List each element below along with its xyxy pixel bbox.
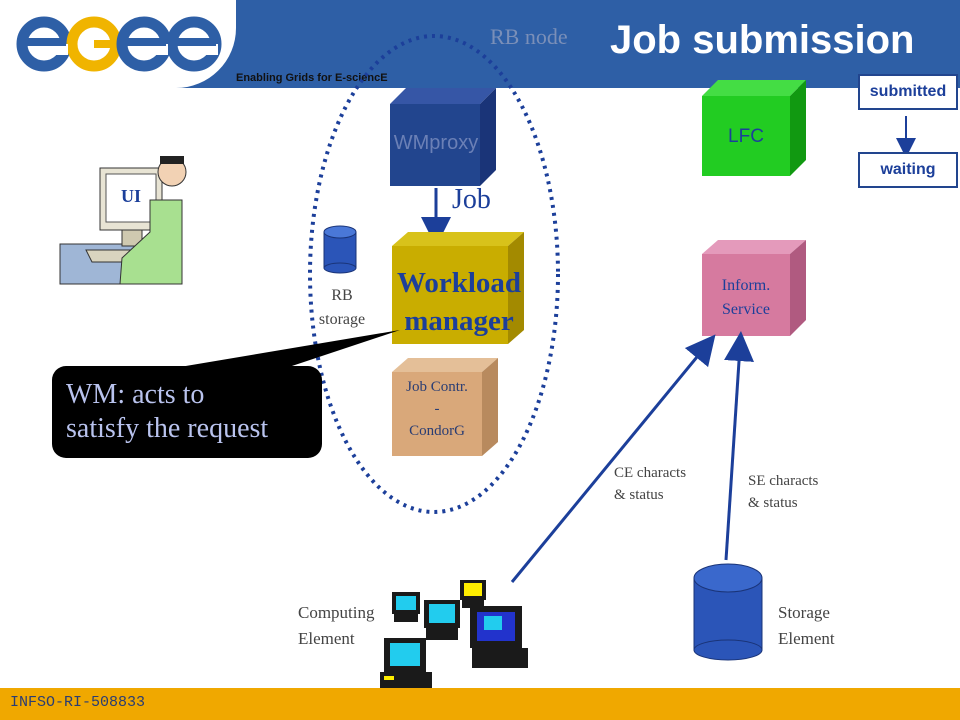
ce-characts-label-line2: & status	[614, 487, 664, 503]
wm-callout: WM: acts to satisfy the request	[52, 366, 322, 458]
rb-storage-cylinder[interactable]	[323, 225, 357, 274]
tagline: Enabling Grids for E-sciencE	[236, 72, 388, 84]
rb-node-label: RB node	[490, 24, 568, 49]
state-submitted: submitted	[858, 74, 958, 110]
workload-manager-label: Workload manager	[388, 264, 530, 340]
egee-logo	[16, 16, 222, 72]
job-label: Job	[452, 184, 491, 215]
ce-status-arrow	[510, 334, 716, 583]
information-service-label: Inform. Service	[700, 274, 792, 322]
rb-storage-label-line2: storage	[318, 311, 366, 328]
information-service-label-line2: Service	[722, 301, 770, 318]
wmproxy-box[interactable]	[390, 88, 496, 186]
storage-element-cylinder[interactable]	[693, 563, 763, 661]
rb-node-boundary	[308, 34, 560, 514]
storage-element-label-line2: Element	[778, 629, 835, 648]
workload-manager-label-line2: manager	[404, 305, 514, 337]
se-characts-label-line1: SE characts	[748, 473, 819, 489]
rb-storage-label: RB storage	[306, 284, 378, 332]
lfc-label: LFC	[728, 126, 764, 147]
footer-project-code: INFSO-RI-508833	[10, 694, 146, 711]
footer-bar	[0, 688, 960, 720]
job-controller-box[interactable]	[392, 358, 498, 456]
ce-characts-label-line1: CE characts	[614, 465, 687, 481]
job-controller-label-line2: -	[434, 401, 440, 417]
information-service-box[interactable]	[702, 240, 806, 336]
logo-panel	[0, 0, 236, 88]
se-characts-label-line2: & status	[748, 495, 798, 511]
wmproxy-label: WMproxy	[393, 132, 479, 154]
computing-element-label: Computing Element	[298, 600, 375, 652]
callout-line2: satisfy the request	[66, 413, 269, 444]
workload-manager-box[interactable]	[392, 232, 524, 344]
lfc-box[interactable]	[702, 80, 806, 176]
se-characts-label: SE characts & status	[748, 470, 818, 514]
ce-characts-label: CE characts & status	[614, 462, 686, 506]
storage-element-label-line1: Storage	[778, 603, 830, 622]
job-controller-label-line1: Job Contr.	[406, 379, 468, 395]
se-status-arrow	[724, 331, 754, 561]
computing-element-icon[interactable]	[380, 580, 528, 692]
ui-workstation-icon[interactable]	[59, 156, 187, 285]
computing-element-label-line1: Computing	[298, 603, 375, 622]
workload-manager-label-line1: Workload	[396, 267, 522, 299]
page-title: Job submission	[610, 18, 915, 62]
ui-label: UI	[120, 186, 141, 206]
storage-element-label: Storage Element	[778, 600, 835, 652]
information-service-label-line1: Inform.	[721, 277, 771, 294]
job-controller-label-line3: CondorG	[409, 423, 465, 439]
job-controller-label: Job Contr. - CondorG	[388, 376, 486, 442]
computing-element-label-line2: Element	[298, 629, 355, 648]
state-waiting: waiting	[858, 152, 958, 188]
callout-line1: WM: acts to	[66, 379, 205, 410]
rb-storage-label-line1: RB	[331, 287, 353, 304]
